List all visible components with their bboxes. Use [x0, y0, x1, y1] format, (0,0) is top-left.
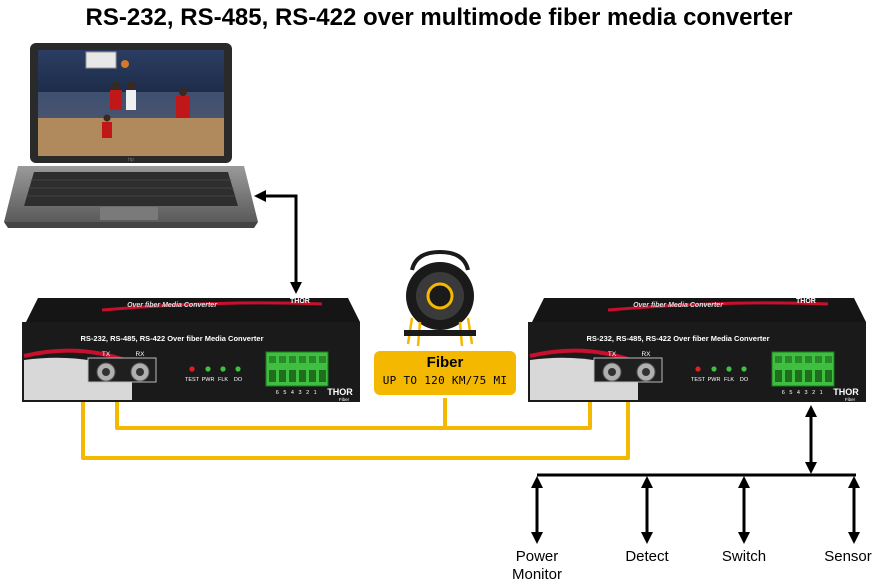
terminal-screw	[299, 356, 306, 363]
status-led	[220, 366, 226, 372]
fiber-reel-icon	[404, 249, 476, 347]
terminal-slot	[299, 370, 306, 382]
terminal-slot	[775, 370, 782, 382]
fiber-label-distance: UP TO 120 KM/75 MI	[382, 374, 508, 387]
converter-top-brand: THOR	[290, 298, 310, 305]
converter-bus-arrow	[805, 405, 817, 474]
converter-top-swoosh	[101, 301, 323, 312]
terminal-slot	[795, 370, 802, 382]
laptop-screen-image	[38, 51, 224, 156]
device-label-power-monitor-line1: Power	[515, 548, 559, 565]
tx-port-label: TX	[608, 351, 617, 358]
terminal-screw	[289, 356, 296, 363]
status-led	[711, 366, 717, 372]
terminal-screw	[805, 356, 812, 363]
terminal-screw	[795, 356, 802, 363]
device-label-sensor: Sensor	[824, 548, 872, 565]
status-led-label: DO	[740, 377, 749, 383]
terminal-screw	[309, 356, 316, 363]
terminal-slot	[289, 370, 296, 382]
terminal-block	[771, 351, 835, 387]
device-drop-sensor	[848, 476, 860, 544]
terminal-slot	[309, 370, 316, 382]
rx-port-label: RX	[641, 351, 651, 358]
status-led	[205, 366, 211, 372]
status-led	[189, 366, 195, 372]
laptop-link-arrow	[254, 190, 302, 294]
svg-text:hp: hp	[128, 157, 134, 163]
rx-port-core	[136, 368, 144, 376]
terminal-slot	[319, 370, 326, 382]
laptop-touchpad	[100, 207, 158, 220]
terminal-slot	[825, 370, 832, 382]
diagram-title: RS-232, RS-485, RS-422 over multimode fi…	[85, 4, 793, 31]
converter-top-brand: THOR	[796, 298, 816, 305]
converter-top-text: Over fiber Media Converter	[633, 302, 724, 309]
fiber-cable-outer	[81, 378, 630, 460]
device-drop-power-monitor	[531, 476, 543, 544]
terminal-numbers: 6 5 4 3 2 1	[276, 390, 319, 396]
terminal-screw	[319, 356, 326, 363]
tx-port-core	[102, 368, 110, 376]
rx-port-core	[642, 368, 650, 376]
status-led-label: PWR	[708, 377, 721, 383]
status-led-label: FLK	[724, 377, 734, 383]
converter-top-text: Over fiber Media Converter	[127, 302, 218, 309]
terminal-slot	[805, 370, 812, 382]
device-label-switch: Switch	[721, 548, 767, 565]
terminal-screw	[279, 356, 286, 363]
terminal-slot	[269, 370, 276, 382]
rx-port-label: RX	[135, 351, 145, 358]
status-led	[235, 366, 241, 372]
status-led	[726, 366, 732, 372]
tx-port-label: TX	[102, 351, 111, 358]
status-led-label: TEST	[185, 377, 200, 383]
terminal-screw	[785, 356, 792, 363]
brand-logo-text: THOR	[327, 387, 353, 397]
fiber-label-title: Fiber	[426, 354, 464, 371]
brand-logo-subtext: Fiber	[339, 397, 350, 402]
terminal-slot	[279, 370, 286, 382]
terminal-slot	[815, 370, 822, 382]
device-drop-switch	[738, 476, 750, 544]
status-led-label: FLK	[218, 377, 228, 383]
fiber-cables	[81, 378, 630, 460]
terminal-numbers: 6 5 4 3 2 1	[782, 390, 825, 396]
terminal-block	[265, 351, 329, 387]
terminal-screw	[825, 356, 832, 363]
converter-front-label: RS-232, RS-485, RS-422 Over fiber Media …	[587, 334, 770, 343]
device-drop-detect	[641, 476, 653, 544]
terminal-screw	[775, 356, 782, 363]
status-led-label: TEST	[691, 377, 706, 383]
converter-front-label: RS-232, RS-485, RS-422 Over fiber Media …	[81, 334, 264, 343]
converter-top-swoosh	[607, 301, 829, 312]
serial-bus	[531, 405, 860, 544]
terminal-slot	[785, 370, 792, 382]
terminal-screw	[815, 356, 822, 363]
fiber-cable-inner	[115, 378, 592, 430]
brand-logo-subtext: Fiber	[845, 397, 856, 402]
status-led-label: DO	[234, 377, 243, 383]
laptop-keyboard	[24, 172, 238, 206]
laptop: hp	[4, 43, 258, 228]
device-label-detect: Detect	[625, 548, 669, 565]
brand-logo-text: THOR	[833, 387, 859, 397]
device-label-power-monitor-line2: Monitor	[511, 566, 563, 583]
fiber-label-box: Fiber UP TO 120 KM/75 MI	[374, 351, 516, 395]
tx-port-core	[608, 368, 616, 376]
status-led-label: PWR	[202, 377, 215, 383]
status-led	[695, 366, 701, 372]
device-label-power-monitor: Power Monitor	[500, 548, 574, 584]
terminal-screw	[269, 356, 276, 363]
status-led	[741, 366, 747, 372]
